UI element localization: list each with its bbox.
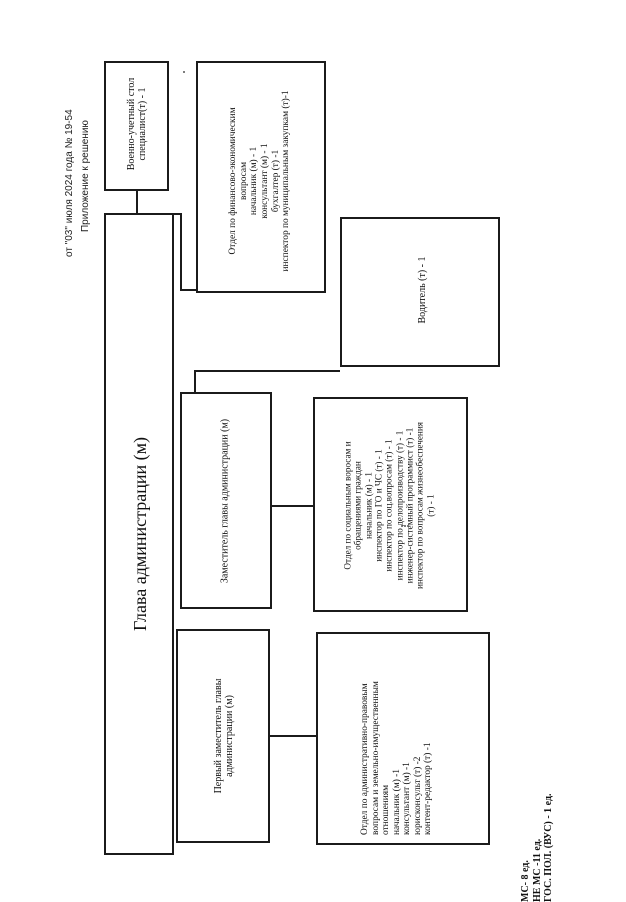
connector-finance-stub-horizontal	[180, 289, 197, 291]
social-line-6: инспектор по делопроизводству (т) - 1	[394, 430, 405, 581]
admin-legal-line-1: Отдел по административно-правовым	[360, 683, 371, 835]
military-registration-line-2: специалист(т) - 1	[137, 87, 148, 161]
social-line-1: Отдел по социальным воросам и	[342, 441, 353, 570]
admin-legal-line-4: начальник (м) -1	[391, 769, 402, 835]
deputy-head-line-1: Заместитель главы администрации (м)	[219, 418, 231, 584]
decision-appendix-label: Приложение к решению	[80, 120, 91, 232]
connector-head-to-military	[136, 190, 138, 213]
deputy-head-box	[180, 392, 272, 609]
connector-head-to-finance-top	[173, 213, 181, 215]
scan-dot-1	[183, 71, 185, 73]
deputy-head-label: Заместитель главы администрации (м)	[216, 394, 236, 609]
summary-line-1: МС- 8 ед.	[520, 860, 531, 902]
finance-line-3: начальник (м) - 1	[249, 146, 260, 216]
finance-line-6: инспектор по муниципальным закупкам (т)-…	[281, 90, 292, 272]
connector-first-deputy-to-admin-legal	[270, 735, 316, 737]
social-line-5: инспектор по соц.вопросам (т) - 1	[383, 439, 394, 572]
finance-department-box	[196, 61, 326, 293]
finance-line-1: Отдел по финансово-экономическим	[228, 107, 239, 255]
finance-line-4: консультант (м) - 1	[260, 143, 270, 219]
finance-line-5: бухгалтер (т) -1	[270, 149, 281, 213]
social-affairs-box	[313, 397, 468, 612]
connector-finance-stub-vertical	[180, 213, 182, 289]
admin-legal-line-6: юрисконсульт (т) -2	[412, 756, 423, 836]
admin-legal-line-3: отношениям	[381, 784, 392, 835]
social-line-4: инспектор по ГО и ЧС (т) - 1	[373, 449, 384, 562]
admin-legal-line-5: консультант (м) -1	[402, 762, 413, 835]
summary-line-3: ГОС. ПОЛ. (ВУС) - 1 ед.	[543, 793, 554, 902]
connector-deputy-to-social	[272, 505, 313, 507]
connector-driver-horizontal	[194, 370, 340, 372]
decision-date-number: от "03" июля 2024 года № 19-54	[64, 109, 75, 257]
scan-dot-3	[404, 525, 406, 527]
first-deputy-line-1: Первый заместитель главы	[212, 678, 224, 794]
social-line-2: обращениями граждан	[352, 461, 363, 550]
scan-dot-2	[401, 525, 403, 527]
social-affairs-label: Отдел по социальным воросам и обращениям…	[337, 400, 442, 612]
head-of-administration-label: Глава администрации (м)	[129, 436, 150, 632]
admin-legal-line-2: вопросам и земельно-имущественным	[370, 681, 381, 835]
military-registration-line-1: Военно-учетный стол	[125, 77, 137, 171]
summary-line-2: НЕ МС -11 ед.	[531, 838, 543, 902]
social-line-7: инженер-системный программист (т) -1	[404, 427, 415, 584]
social-line-3: начальник (м) - 1	[363, 472, 374, 539]
finance-department-label: Отдел по финансово-экономическим вопроса…	[215, 66, 305, 296]
military-registration-label: Военно-учетный стол специалист(т) - 1	[116, 60, 158, 188]
driver-box	[340, 217, 500, 367]
first-deputy-head-box	[176, 629, 270, 843]
scan-dot-4	[407, 525, 409, 527]
first-deputy-line-2: администрации (м)	[224, 695, 235, 777]
first-deputy-head-label: Первый заместитель главы администрации (…	[210, 630, 238, 842]
admin-legal-line-7: контент-редактор (т) -1	[423, 742, 434, 835]
military-registration-box	[104, 61, 169, 191]
social-line-9: (т) - 1	[425, 494, 436, 517]
finance-line-2: вопросам	[238, 161, 249, 201]
connector-trunk-right	[194, 370, 196, 394]
administrative-legal-department-box	[316, 632, 490, 845]
staff-summary: МС- 8 ед. НЕ МС -11 ед. ГОС. ПОЛ. (ВУС) …	[520, 762, 560, 902]
social-line-8: инспектор по вопросам жизнеобеспечения	[414, 422, 425, 589]
administrative-legal-department-label: Отдел по административно-правовым вопрос…	[351, 625, 443, 835]
head-of-administration-box	[104, 213, 174, 855]
driver-label: Водитель (т) - 1	[417, 256, 429, 324]
